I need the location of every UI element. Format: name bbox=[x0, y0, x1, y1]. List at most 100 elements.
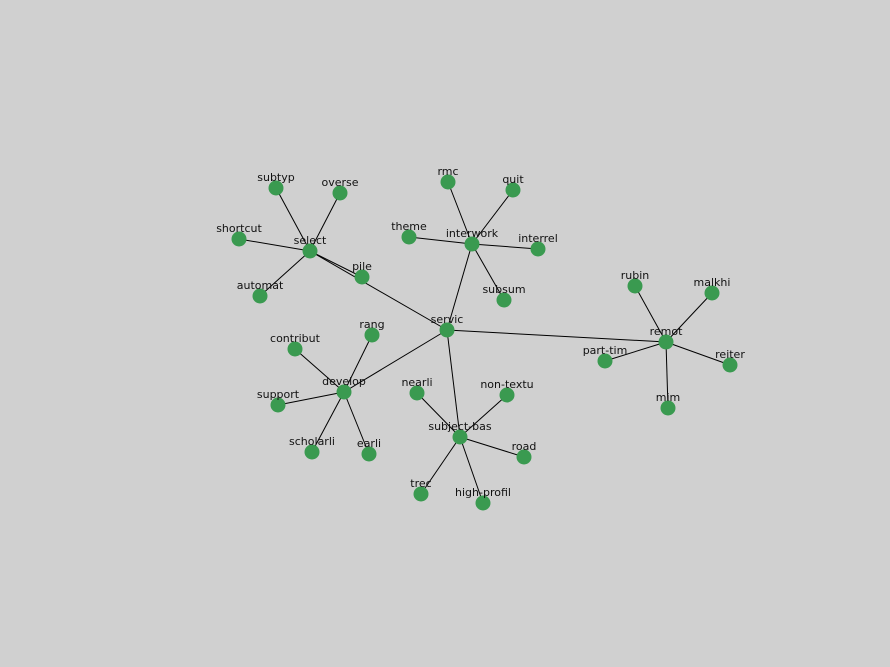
node-quit[interactable]: quit bbox=[502, 173, 524, 198]
node-remot[interactable]: remot bbox=[650, 325, 683, 350]
edge-interwork-interrel bbox=[471, 243, 539, 250]
node-interwork[interactable]: interwork bbox=[446, 227, 499, 252]
node-circle-malkhi[interactable] bbox=[704, 285, 720, 301]
edge-select-overse bbox=[309, 192, 341, 252]
node-earli[interactable]: earli bbox=[357, 437, 381, 462]
node-circle-overse[interactable] bbox=[332, 185, 348, 201]
node-label-trec: trec bbox=[410, 477, 431, 490]
node-label-develop: develop bbox=[322, 375, 366, 388]
node-malkhi[interactable]: malkhi bbox=[694, 276, 731, 301]
node-develop[interactable]: develop bbox=[322, 375, 366, 400]
node-subject-bas[interactable]: subject-bas bbox=[428, 420, 492, 445]
node-rubin[interactable]: rubin bbox=[621, 269, 650, 294]
edge-develop-contribut bbox=[294, 348, 345, 393]
node-part-tim[interactable]: part-tim bbox=[583, 344, 628, 369]
node-circle-pile[interactable] bbox=[354, 269, 370, 285]
node-circle-subtyp[interactable] bbox=[268, 180, 284, 196]
node-circle-non-textu[interactable] bbox=[499, 387, 515, 403]
node-circle-automat[interactable] bbox=[252, 288, 268, 304]
node-circle-contribut[interactable] bbox=[287, 341, 303, 357]
nodes-layer: servic select subtyp overse shortcut automat p… bbox=[216, 165, 745, 511]
node-circle-subsum[interactable] bbox=[496, 292, 512, 308]
node-label-remot: remot bbox=[650, 325, 683, 338]
edge-subject-bas-nearli bbox=[416, 392, 461, 438]
edge-interwork-rmc bbox=[447, 181, 473, 245]
edge-remot-malkhi bbox=[665, 292, 713, 343]
node-road[interactable]: road bbox=[512, 440, 537, 465]
node-nearli[interactable]: nearli bbox=[401, 376, 433, 401]
edge-develop-rang bbox=[343, 334, 373, 393]
node-label-shortcut: shortcut bbox=[216, 222, 262, 235]
edge-remot-part-tim bbox=[604, 341, 667, 362]
node-circle-theme[interactable] bbox=[401, 229, 417, 245]
edge-subject-bas-non-textu bbox=[459, 394, 508, 438]
node-label-reiter: reiter bbox=[715, 348, 745, 361]
node-mim[interactable]: mim bbox=[656, 391, 681, 416]
node-circle-shortcut[interactable] bbox=[231, 231, 247, 247]
node-circle-servic[interactable] bbox=[439, 322, 455, 338]
edge-develop-support bbox=[277, 391, 345, 406]
node-label-subject-bas: subject-bas bbox=[428, 420, 492, 433]
edge-servic-interwork bbox=[446, 243, 473, 331]
node-label-automat: automat bbox=[237, 279, 284, 292]
node-circle-quit[interactable] bbox=[505, 182, 521, 198]
node-circle-remot[interactable] bbox=[658, 334, 674, 350]
node-scholarli[interactable]: scholarli bbox=[289, 435, 335, 460]
node-circle-part-tim[interactable] bbox=[597, 353, 613, 369]
node-circle-trec[interactable] bbox=[413, 486, 429, 502]
node-circle-support[interactable] bbox=[270, 397, 286, 413]
node-label-rmc: rmc bbox=[437, 165, 458, 178]
edge-interwork-subsum bbox=[471, 243, 505, 301]
node-circle-develop[interactable] bbox=[336, 384, 352, 400]
node-label-select: select bbox=[294, 234, 327, 247]
node-automat[interactable]: automat bbox=[237, 279, 284, 304]
node-reiter[interactable]: reiter bbox=[715, 348, 745, 373]
edge-develop-earli bbox=[343, 391, 370, 455]
node-circle-mim[interactable] bbox=[660, 400, 676, 416]
node-label-interwork: interwork bbox=[446, 227, 499, 240]
node-circle-nearli[interactable] bbox=[409, 385, 425, 401]
node-circle-subject-bas[interactable] bbox=[452, 429, 468, 445]
node-high-profil[interactable]: high-profil bbox=[455, 486, 511, 511]
node-label-mim: mim bbox=[656, 391, 681, 404]
node-rmc[interactable]: rmc bbox=[437, 165, 459, 190]
node-contribut[interactable]: contribut bbox=[270, 332, 321, 357]
edge-subject-bas-road bbox=[459, 436, 525, 458]
node-rang[interactable]: rang bbox=[359, 318, 385, 343]
node-overse[interactable]: overse bbox=[321, 176, 359, 201]
edge-interwork-theme bbox=[408, 236, 473, 245]
edge-develop-scholarli bbox=[311, 391, 345, 453]
node-circle-high-profil[interactable] bbox=[475, 495, 491, 511]
node-theme[interactable]: theme bbox=[391, 220, 427, 245]
node-non-textu[interactable]: non-textu bbox=[480, 378, 534, 403]
node-circle-reiter[interactable] bbox=[722, 357, 738, 373]
node-circle-rang[interactable] bbox=[364, 327, 380, 343]
node-circle-interwork[interactable] bbox=[464, 236, 480, 252]
node-support[interactable]: support bbox=[257, 388, 300, 413]
node-circle-scholarli[interactable] bbox=[304, 444, 320, 460]
node-interrel[interactable]: interrel bbox=[518, 232, 558, 257]
node-servic[interactable]: servic bbox=[431, 313, 464, 338]
node-circle-rmc[interactable] bbox=[440, 174, 456, 190]
node-label-quit: quit bbox=[502, 173, 524, 186]
node-label-pile: pile bbox=[352, 260, 372, 273]
node-circle-rubin[interactable] bbox=[627, 278, 643, 294]
node-label-road: road bbox=[512, 440, 537, 453]
edge-select-subtyp bbox=[275, 187, 311, 252]
node-circle-road[interactable] bbox=[516, 449, 532, 465]
node-label-nearli: nearli bbox=[401, 376, 432, 389]
node-circle-select[interactable] bbox=[302, 243, 318, 259]
node-shortcut[interactable]: shortcut bbox=[216, 222, 262, 247]
node-circle-earli[interactable] bbox=[361, 446, 377, 462]
edge-remot-mim bbox=[665, 341, 669, 409]
node-circle-interrel[interactable] bbox=[530, 241, 546, 257]
node-subsum[interactable]: subsum bbox=[482, 283, 526, 308]
node-select[interactable]: select bbox=[294, 234, 327, 259]
node-pile[interactable]: pile bbox=[352, 260, 372, 285]
node-trec[interactable]: trec bbox=[410, 477, 432, 502]
node-label-overse: overse bbox=[321, 176, 358, 189]
node-label-high-profil: high-profil bbox=[455, 486, 511, 499]
node-subtyp[interactable]: subtyp bbox=[257, 171, 295, 196]
node-label-servic: servic bbox=[431, 313, 464, 326]
